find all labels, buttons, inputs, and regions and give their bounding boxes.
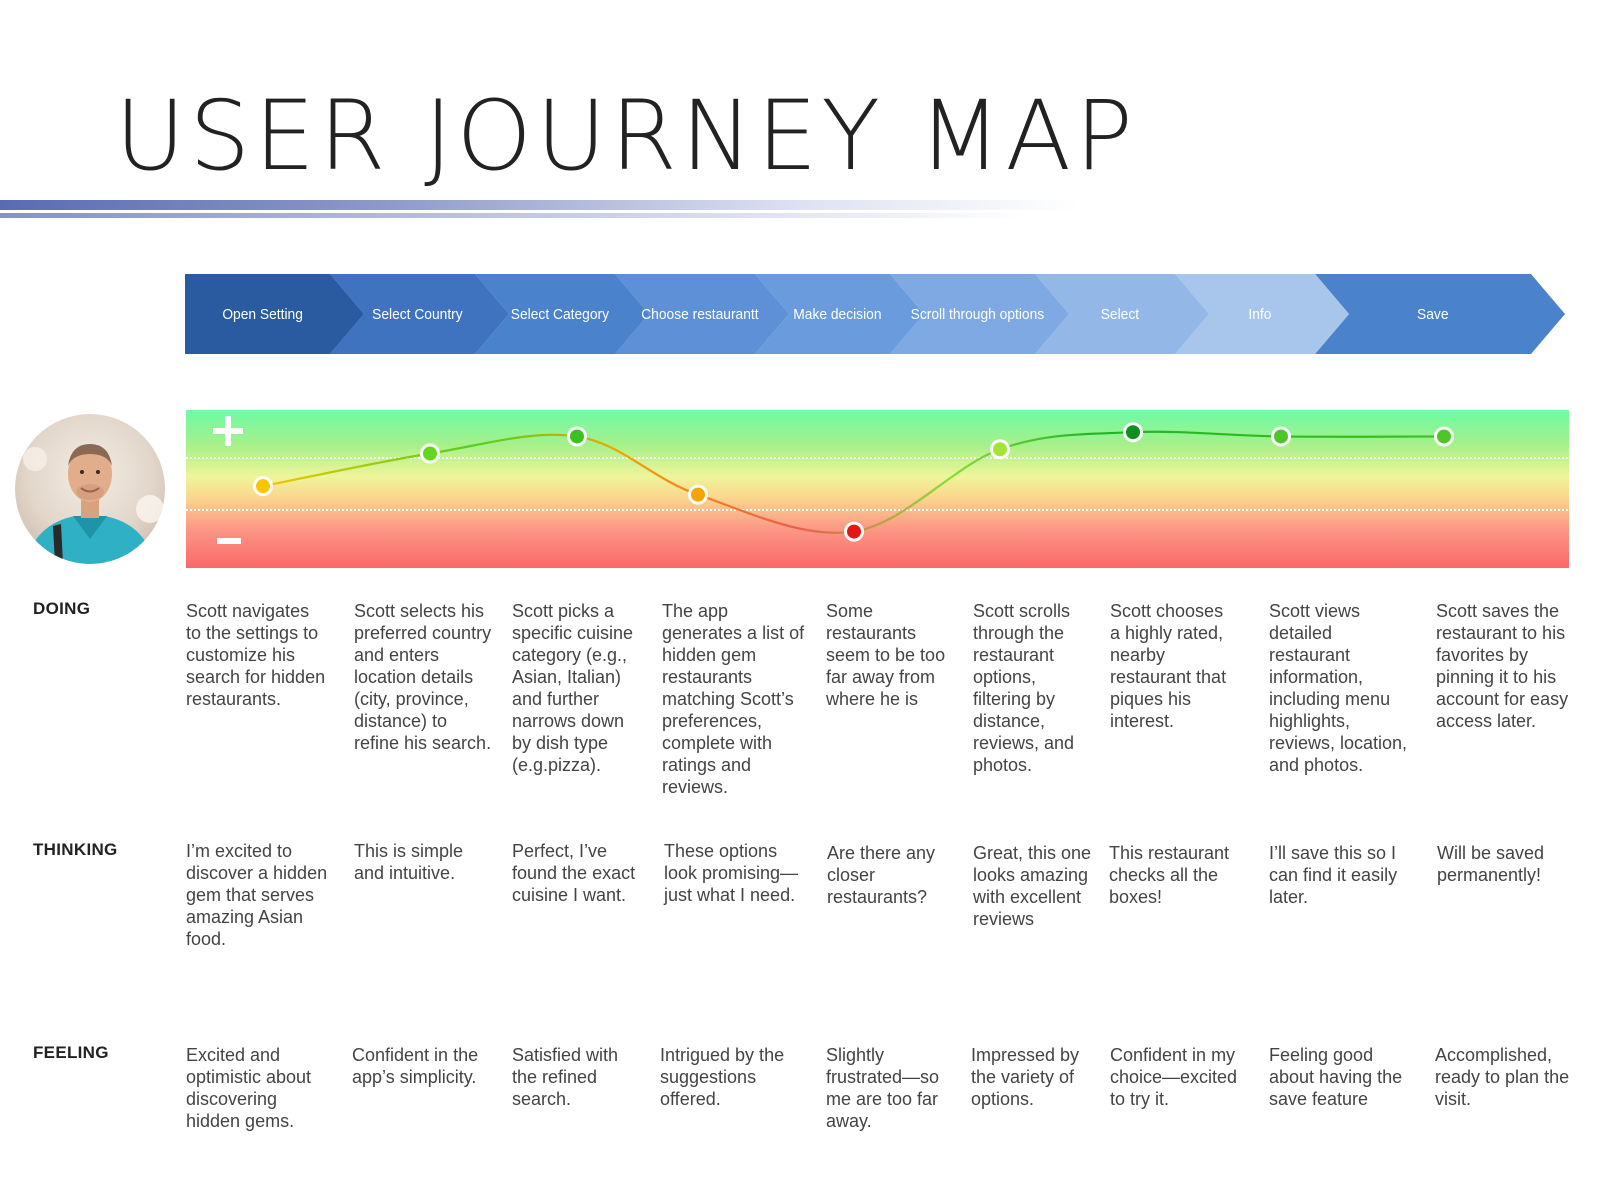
stage-label-5: Make decision bbox=[793, 305, 882, 323]
row-label-doing: DOING bbox=[33, 599, 91, 618]
title-underline bbox=[0, 200, 1080, 220]
stage-arrow-9 bbox=[1315, 274, 1565, 354]
plus-icon bbox=[213, 416, 243, 446]
thinking-cell: Are there any closer restaurants? bbox=[827, 843, 936, 907]
doing-cell: Scott scrolls through the restaurant opt… bbox=[973, 601, 1075, 775]
emotion-point-2 bbox=[423, 446, 437, 461]
stage-arrow-6 bbox=[890, 274, 1069, 354]
feeling-cell: Impressed by the variety of options. bbox=[971, 1045, 1080, 1109]
doing-cell: Scott picks a specific cuisine category … bbox=[512, 601, 634, 775]
doing-cell: The app generates a list of hidden gem r… bbox=[662, 601, 805, 797]
thinking-cell: Perfect, I’ve found the exact cuisine I … bbox=[512, 841, 636, 905]
thinking-cell: This restaurant checks all the boxes! bbox=[1109, 843, 1230, 907]
thinking-cell: I’m excited to discover a hidden gem tha… bbox=[186, 841, 328, 949]
emotion-point-8 bbox=[1274, 429, 1288, 444]
doing-cell: Some restaurants seem to be too far away… bbox=[826, 601, 946, 709]
doing-cell: Scott navigates to the settings to custo… bbox=[186, 601, 326, 709]
stage-arrow-1 bbox=[185, 274, 364, 354]
feeling-cell: Slightly frustrated—so me are too far aw… bbox=[826, 1045, 940, 1131]
emotion-point-6 bbox=[993, 442, 1007, 457]
thinking-cell: I’ll save this so I can find it easily l… bbox=[1269, 843, 1398, 907]
feeling-cell: Satisfied with the refined search. bbox=[512, 1045, 619, 1109]
feeling-cell: Accomplished, ready to plan the visit. bbox=[1435, 1045, 1570, 1109]
stage-label-7: Select bbox=[1101, 305, 1140, 323]
emotion-point-3 bbox=[570, 429, 584, 444]
stage-arrows bbox=[185, 274, 1565, 354]
thinking-cell: This is simple and intuitive. bbox=[354, 841, 464, 883]
persona-avatar bbox=[15, 414, 165, 564]
stage-label-2: Select Country bbox=[372, 305, 464, 323]
doing-cell: Scott selects his preferred country and … bbox=[354, 601, 492, 753]
page-title: USER JOURNEY MAP bbox=[115, 80, 1137, 192]
doing-cell: Scott views detailed restaurant informat… bbox=[1269, 601, 1408, 775]
stage-label-8: Info bbox=[1248, 305, 1272, 323]
emotion-band bbox=[186, 410, 1569, 568]
journey-stages: Open Setting Select Country Select Categor… bbox=[185, 274, 1565, 354]
doing-cell: Scott saves the restaurant to his favori… bbox=[1436, 601, 1569, 731]
feeling-cell: Feeling good about having the save featu… bbox=[1269, 1045, 1403, 1109]
feeling-cell: Confident in the app’s simplicity. bbox=[352, 1045, 479, 1087]
thinking-cell: Will be saved permanently! bbox=[1437, 843, 1545, 885]
feeling-cell: Excited and optimistic about discovering… bbox=[186, 1045, 312, 1131]
stage-arrow-2 bbox=[330, 274, 509, 354]
stage-arrow-3 bbox=[475, 274, 649, 354]
stage-label-3: Select Category bbox=[511, 305, 610, 323]
stage-label-4: Choose restaurantt bbox=[641, 305, 759, 323]
thinking-cell: These options look promising—just what I… bbox=[664, 841, 799, 905]
emotion-point-4 bbox=[691, 487, 705, 502]
emotion-point-7 bbox=[1126, 425, 1140, 440]
stage-arrow-7 bbox=[1035, 274, 1209, 354]
stage-label-1: Open Setting bbox=[222, 305, 303, 323]
feeling-cell: Confident in my choice—excited to try it… bbox=[1110, 1045, 1238, 1109]
emotion-point-5 bbox=[847, 524, 861, 539]
minus-icon bbox=[217, 538, 241, 544]
stage-arrow-8 bbox=[1175, 274, 1349, 354]
emotion-chart bbox=[186, 410, 1569, 568]
stage-arrow-4 bbox=[615, 274, 789, 354]
thinking-cell: Great, this one looks amazing with excel… bbox=[973, 843, 1092, 929]
stage-label-6: Scroll through options bbox=[911, 305, 1045, 323]
stage-arrow-5 bbox=[755, 274, 924, 354]
row-label-thinking: THINKING bbox=[33, 840, 118, 859]
emotion-point-9 bbox=[1437, 429, 1451, 444]
emotion-curve-canvas bbox=[186, 410, 1569, 568]
stage-label-9: Save bbox=[1417, 305, 1449, 323]
doing-cell: Scott chooses a highly rated, nearby res… bbox=[1110, 601, 1227, 731]
feeling-cell: Intrigued by the suggestions offered. bbox=[660, 1045, 785, 1109]
emotion-point-1 bbox=[256, 479, 270, 494]
row-label-feeling: FEELING bbox=[33, 1043, 109, 1062]
